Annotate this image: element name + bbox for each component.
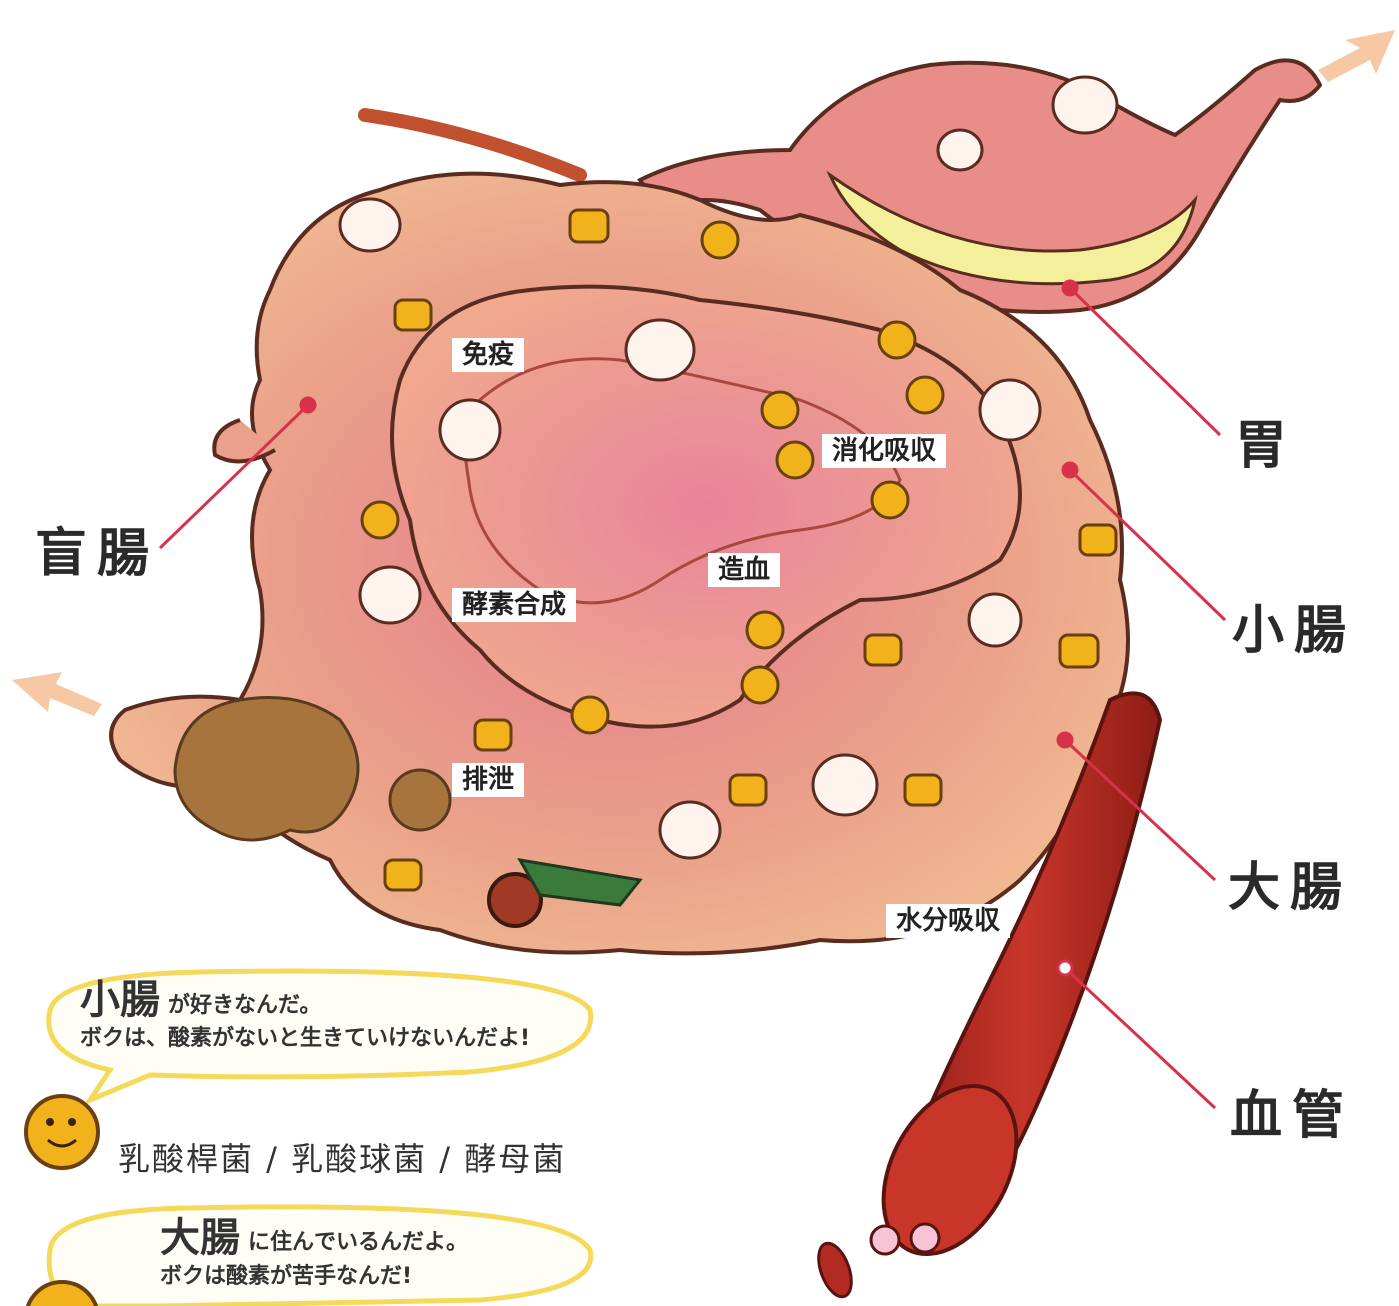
label-water-absorption: 水分吸収 (886, 904, 1010, 938)
label-excretion: 排泄 (452, 763, 524, 797)
organ-label-stomach: 胃 (1235, 420, 1297, 472)
inflow-arrow (1318, 30, 1395, 82)
bubble-large-outline (49, 1207, 591, 1306)
label-digestion-absorption: 消化吸収 (822, 434, 946, 468)
label-hematopoiesis: 造血 (708, 553, 780, 587)
bubble-small-title: 小腸 (80, 980, 160, 1020)
bubble-large-title: 大腸 (160, 1218, 240, 1258)
bubble-large-line1: に住んでいるんだよ。 (248, 1232, 468, 1254)
bacteria-legend-text: 乳酸桿菌 / 乳酸球菌 / 酵母菌 (118, 1134, 566, 1180)
thin-vessel (365, 115, 580, 175)
bacterium-legend-icon (26, 1096, 98, 1168)
organ-label-blood-vessel: 血管 (1230, 1090, 1354, 1142)
organ-label-small-intestine: 小腸 (1232, 605, 1356, 657)
label-enzyme-synthesis: 酵素合成 (452, 588, 576, 622)
bubble-large-line2: ボクは酸素が苦手なんだ! (160, 1266, 412, 1288)
bubble-small-line1: が好きなんだ。 (168, 995, 321, 1017)
organ-label-large-intestine: 大腸 (1228, 862, 1352, 914)
bubble-small-line2: ボクは、酸素がないと生きていけないんだよ! (80, 1028, 530, 1050)
outflow-arrow (12, 672, 102, 716)
organ-label-cecum: 盲腸 (35, 528, 159, 580)
label-immunity: 免疫 (452, 338, 524, 372)
